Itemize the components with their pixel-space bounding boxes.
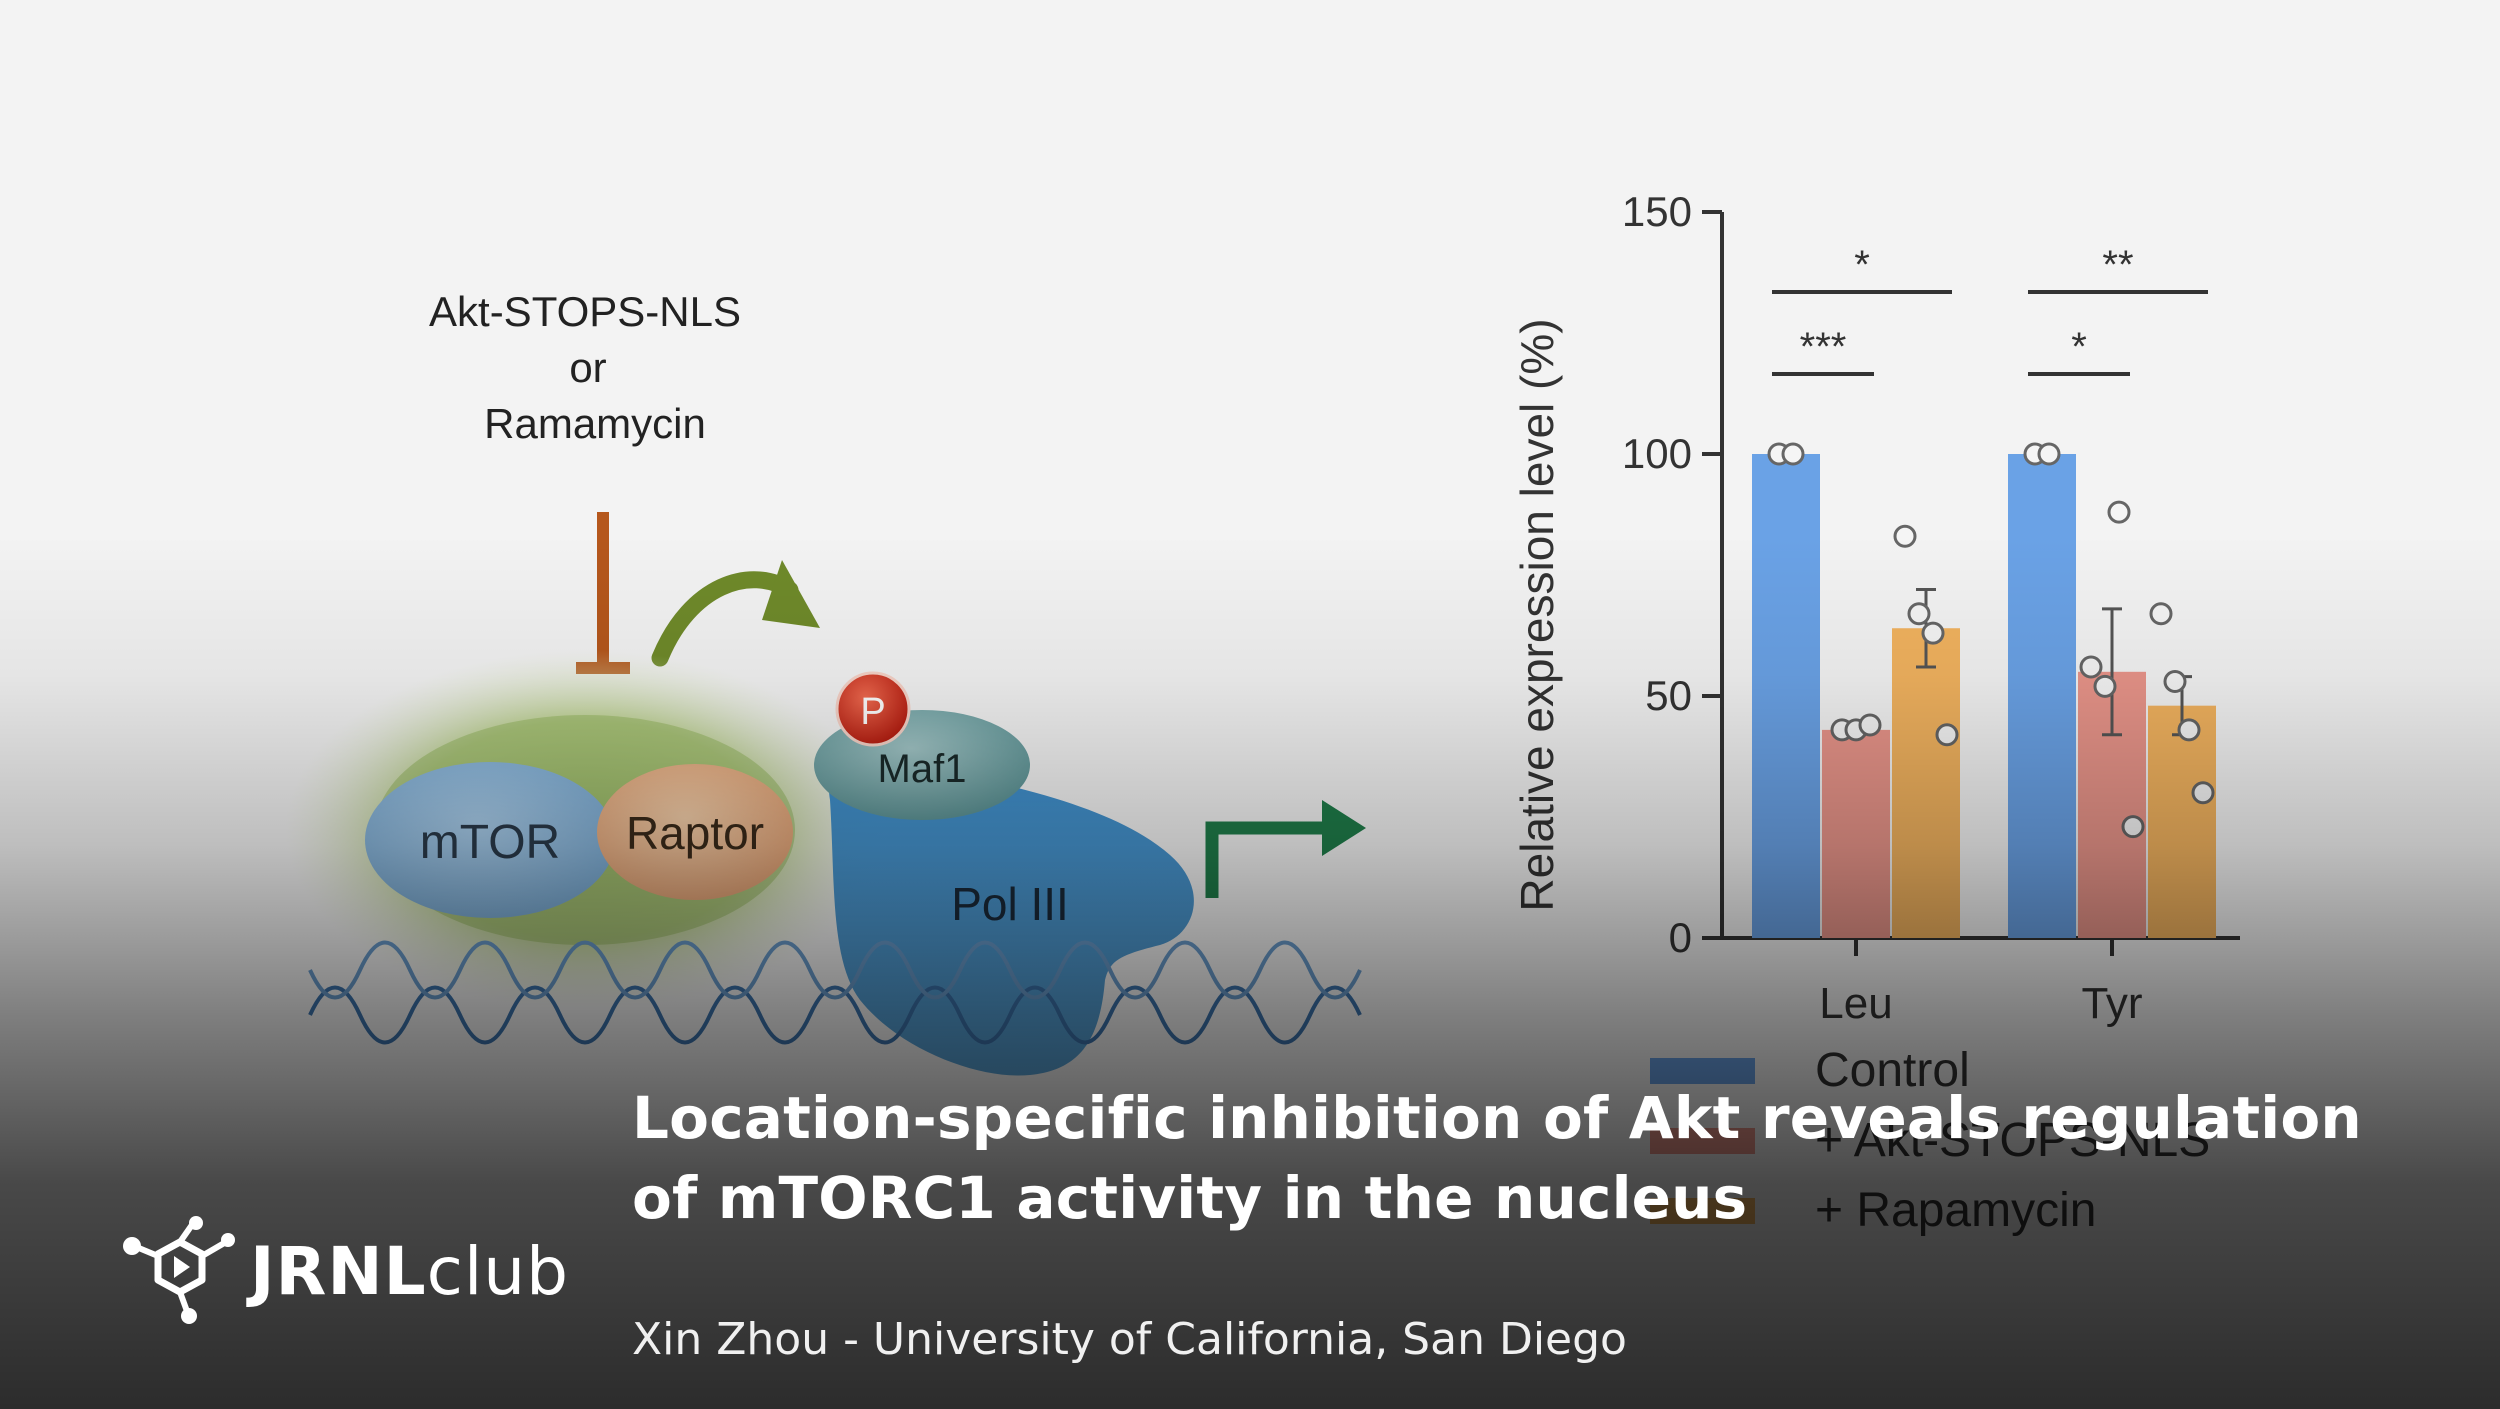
paper-title-line1: Location-specific inhibition of Akt reve… <box>632 1084 2362 1152</box>
significance-label: *** <box>1800 325 1847 369</box>
x-tick-label: Tyr <box>2081 979 2142 1028</box>
paper-author: Xin Zhou - University of California, San… <box>632 1314 1627 1365</box>
bar <box>1892 628 1960 938</box>
transcription-arrow-icon <box>1205 800 1366 898</box>
inhibitor-label-line2: or <box>569 344 606 391</box>
data-point <box>1907 602 1931 626</box>
bar <box>2008 454 2076 938</box>
data-point <box>2037 442 2061 466</box>
significance-label: ** <box>2102 243 2133 287</box>
brand-name-light: club <box>426 1232 570 1310</box>
data-point <box>2121 815 2145 839</box>
pol3-label: Pol III <box>951 878 1069 930</box>
bar <box>2148 705 2216 938</box>
data-point <box>1935 723 1959 747</box>
data-point <box>2177 718 2201 742</box>
data-point <box>1893 524 1917 548</box>
activation-arrow-icon <box>651 560 820 667</box>
brand-name: JRNLclub <box>250 1233 569 1310</box>
data-point <box>2093 674 2117 698</box>
bar <box>1752 454 1820 938</box>
data-point <box>2079 655 2103 679</box>
paper-title: Location-specific inhibition of Akt reve… <box>632 1078 2452 1238</box>
y-tick-label: 0 <box>1669 914 1692 961</box>
phospho-label: P <box>860 691 885 733</box>
inhibition-bar-icon <box>576 512 630 674</box>
molecule-play-icon <box>123 1216 235 1324</box>
raptor-label: Raptor <box>626 807 764 859</box>
data-point <box>2191 781 2215 805</box>
significance-label: * <box>2071 325 2087 369</box>
paper-title-line2: of mTORC1 activity in the nucleus <box>632 1164 1748 1232</box>
data-point <box>2107 500 2131 524</box>
data-point <box>1781 442 1805 466</box>
maf1-label: Maf1 <box>878 747 967 791</box>
brand-name-bold: JRNL <box>250 1232 427 1310</box>
significance-label: * <box>1854 243 1870 287</box>
data-point <box>1921 621 1945 645</box>
y-tick-label: 50 <box>1645 672 1692 719</box>
bar <box>1822 729 1890 938</box>
brand-logo: JRNLclub <box>122 1216 569 1326</box>
data-point <box>2149 602 2173 626</box>
data-point <box>1858 713 1882 737</box>
y-axis-title: Relative expression level (%) <box>1511 318 1563 911</box>
inhibitor-label-line3: Ramamycin <box>484 400 706 447</box>
y-tick-label: 150 <box>1622 188 1692 235</box>
x-tick-label: Leu <box>1819 979 1892 1028</box>
y-tick-label: 100 <box>1622 430 1692 477</box>
inhibitor-label-line1: Akt-STOPS-NLS <box>429 288 741 335</box>
mtor-label: mTOR <box>420 816 560 869</box>
data-point <box>2163 669 2187 693</box>
